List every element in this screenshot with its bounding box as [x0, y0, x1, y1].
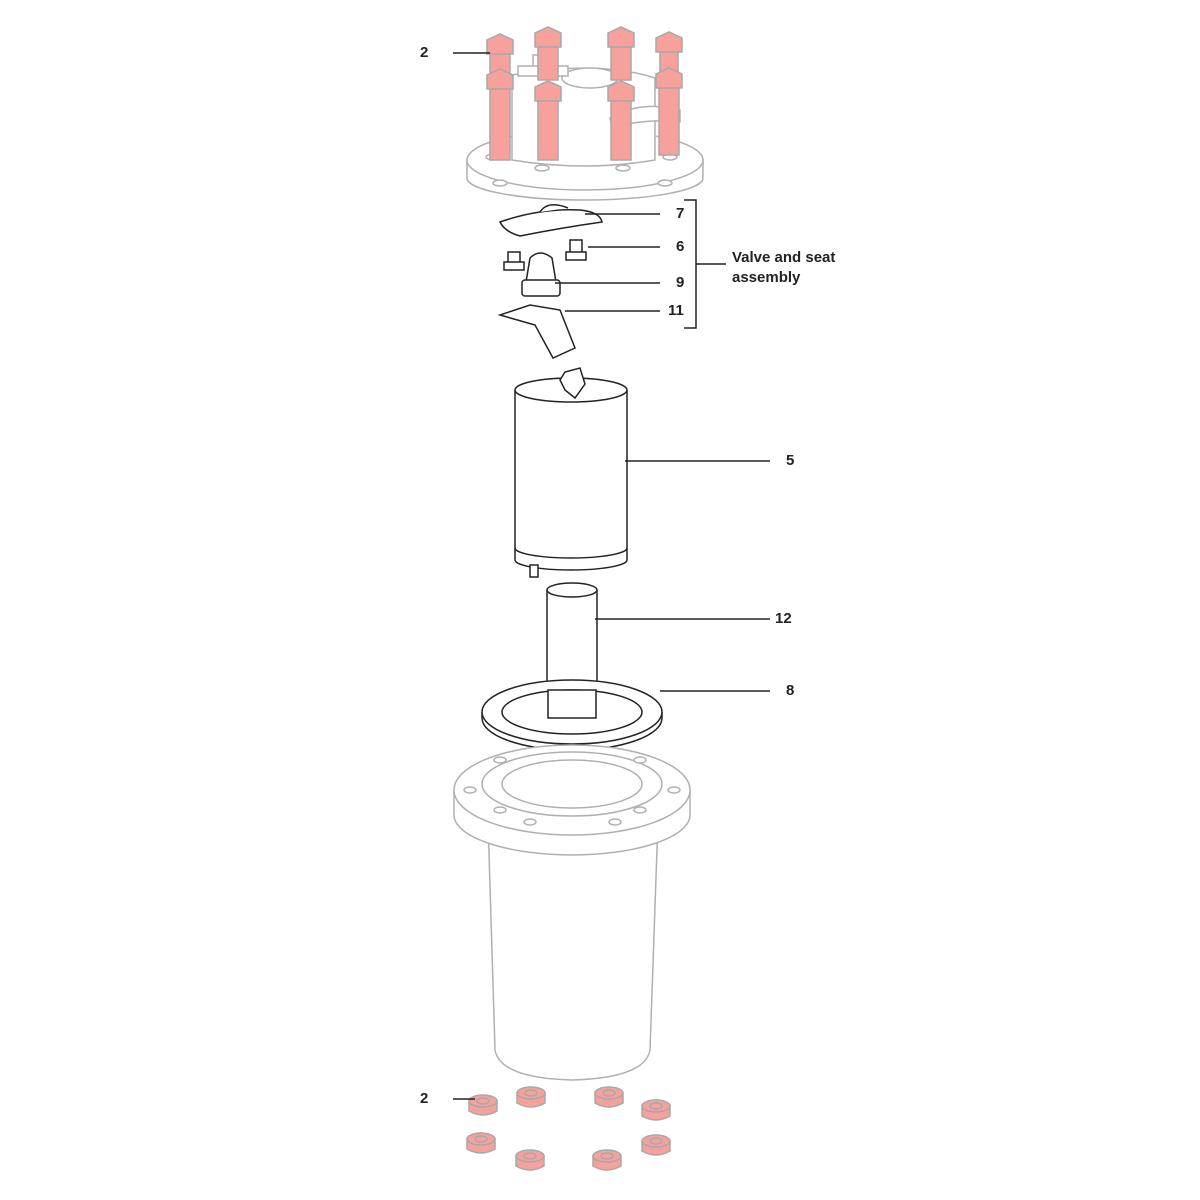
callout-nuts: 2: [420, 1090, 429, 1107]
screws: [503, 239, 587, 271]
callout-cartridge: 5: [786, 452, 795, 469]
valve-bracket: [498, 204, 603, 237]
cartridge: [514, 367, 628, 578]
leader-lines: [453, 52, 770, 1100]
valve-seat: [521, 252, 561, 297]
callout-tube: 12: [775, 610, 792, 627]
callout-screws: 6: [676, 238, 685, 255]
lever: [497, 304, 576, 359]
bottom-housing: [453, 744, 691, 1081]
group-label-line1: Valve and seat: [732, 249, 836, 266]
bolts: [486, 26, 683, 161]
callout-lever: 11: [668, 302, 684, 319]
gasket: [481, 679, 663, 751]
callout-bolts: 2: [420, 44, 429, 61]
group-label-line2: assembly: [732, 269, 801, 286]
callout-gasket: 8: [786, 682, 795, 699]
callout-valve-seat: 9: [676, 274, 685, 291]
nuts: [466, 1086, 671, 1171]
callout-valve-bracket: 7: [676, 205, 685, 222]
